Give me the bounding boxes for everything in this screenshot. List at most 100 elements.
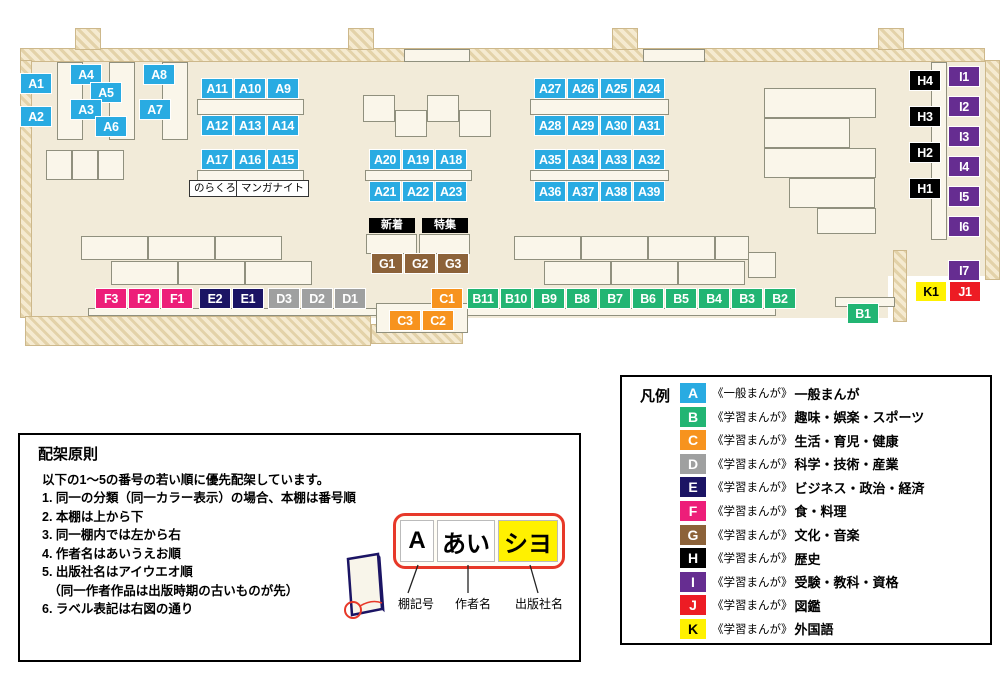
shelf-label-E2: E2 — [199, 288, 231, 309]
legend-swatch-F: F — [680, 500, 706, 521]
book-icon — [338, 551, 388, 628]
legend-type: 《学習まんが》 — [712, 576, 793, 589]
shelf-label-B8: B8 — [566, 288, 598, 309]
shelf-label-A38: A38 — [600, 181, 632, 202]
principle-rule: 1. 同一の分類（同一カラー表示）の場合、本棚は番号順 — [42, 491, 356, 505]
shelf-label-I1: I1 — [948, 66, 980, 87]
legend-row-B: B《学習まんが》趣味・娯楽・スポーツ — [680, 406, 925, 427]
shelf-block — [148, 236, 215, 260]
shelf-block — [395, 110, 427, 137]
shelf-label-A17: A17 — [201, 149, 233, 170]
shelf-label-H4: H4 — [909, 70, 941, 91]
shelf-label-A16: A16 — [234, 149, 266, 170]
shelf-label-A20: A20 — [369, 149, 401, 170]
legend-swatch-I: I — [680, 571, 706, 592]
legend-swatch-J: J — [680, 595, 706, 616]
principle-rule: 5. 出版社名はアイウエオ順 — [42, 565, 193, 579]
section-tag: 新着 — [369, 218, 415, 233]
shelf-label-C3: C3 — [389, 310, 421, 331]
legend-label: 文化・音楽 — [794, 528, 860, 544]
shelf-label-F3: F3 — [95, 288, 127, 309]
shelf-label-A5: A5 — [90, 82, 122, 103]
shelf-label-A34: A34 — [567, 149, 599, 170]
legend-swatch-C: C — [680, 430, 706, 451]
principle-rule: 2. 本棚は上から下 — [42, 509, 144, 524]
shelf-label-A9: A9 — [267, 78, 299, 99]
caption-shelf-code: 棚記号 — [398, 597, 435, 611]
wall-segment — [893, 250, 907, 322]
shelf-label-A7: A7 — [139, 99, 171, 120]
principles-panel: 配架原則 以下の1～5の番号の若い順に優先配架しています。 1. 同一の分類（同… — [18, 433, 581, 662]
shelf-label-A1: A1 — [20, 73, 52, 94]
section-tag: 特集 — [422, 218, 468, 233]
shelf-label-A12: A12 — [201, 115, 233, 136]
shelf-block — [544, 261, 611, 285]
wall-segment — [348, 28, 374, 50]
shelf-block — [581, 236, 648, 260]
legend-type: 《学習まんが》 — [712, 553, 793, 566]
shelf-block — [764, 88, 876, 118]
shelf-label-B9: B9 — [533, 288, 565, 309]
legend-swatch-K: K — [680, 618, 706, 639]
shelf-block — [748, 252, 776, 278]
legend-label: 受験・教科・資格 — [794, 575, 899, 591]
legend-row-K: K《学習まんが》外国語 — [680, 618, 925, 639]
shelf-label-A6: A6 — [95, 116, 127, 137]
shelf-label-A13: A13 — [234, 115, 266, 136]
legend-label: 歴史 — [794, 551, 821, 567]
legend-swatch-A: A — [680, 383, 706, 403]
legend-type: 《学習まんが》 — [712, 600, 793, 613]
wall-segment — [612, 28, 638, 50]
legend-row-I: I 《学習まんが》受験・教科・資格 — [680, 571, 925, 592]
shelf-label-A15: A15 — [267, 149, 299, 170]
shelf-label-F1: F1 — [161, 288, 193, 309]
legend-label: 科学・技術・産業 — [794, 457, 899, 473]
shelf-block — [111, 261, 178, 285]
shelf-label-A37: A37 — [567, 181, 599, 202]
legend-swatch-B: B — [680, 406, 706, 427]
shelf-label-A4: A4 — [70, 64, 102, 85]
legend-label: 趣味・娯楽・スポーツ — [794, 410, 925, 426]
shelf-block — [419, 234, 470, 254]
shelf-label-A3: A3 — [70, 99, 102, 120]
shelf-label-K1: K1 — [915, 281, 947, 302]
caption-publisher-name: 出版社名 — [515, 597, 564, 611]
shelf-label-D3: D3 — [268, 288, 300, 309]
shelf-label-A8: A8 — [143, 64, 175, 85]
shelf-label-A36: A36 — [534, 181, 566, 202]
legend-row-J: J 《学習まんが》図鑑 — [680, 595, 925, 616]
shelf-block — [366, 234, 417, 254]
shelf-label-I2: I2 — [948, 96, 980, 117]
shelf-label-A31: A31 — [633, 115, 665, 136]
shelf-label-A27: A27 — [534, 78, 566, 99]
legend-type: 《学習まんが》 — [712, 505, 793, 518]
principles-intro: 以下の1～5の番号の若い順に優先配架しています。 — [42, 473, 330, 487]
shelf-label-G3: G3 — [437, 253, 469, 274]
legend-type: 《学習まんが》 — [712, 529, 793, 542]
example-cell: シヨ — [498, 520, 558, 562]
legend-label: ビジネス・政治・経済 — [794, 480, 925, 496]
shelf-block — [46, 150, 72, 180]
shelf-label-H3: H3 — [909, 106, 941, 127]
shelf-block — [715, 236, 749, 260]
shelf-block — [530, 170, 669, 181]
legend-label: 図鑑 — [794, 598, 821, 614]
caption-author-name: 作者名 — [455, 597, 492, 611]
legend-title: 凡例 — [640, 388, 671, 405]
legend-type: 《学習まんが》 — [712, 458, 793, 471]
shelf-block — [514, 236, 581, 260]
legend-row-D: D《学習まんが》科学・技術・産業 — [680, 453, 925, 474]
shelf-block — [678, 261, 745, 285]
note-label: マンガナイト — [236, 180, 309, 197]
shelf-block — [215, 236, 282, 260]
shelf-label-C1: C1 — [431, 288, 463, 309]
shelf-label-A32: A32 — [633, 149, 665, 170]
legend-label: 一般まんが — [794, 386, 860, 402]
shelf-label-G1: G1 — [371, 253, 403, 274]
wall-segment — [75, 28, 101, 50]
shelf-label-A26: A26 — [567, 78, 599, 99]
